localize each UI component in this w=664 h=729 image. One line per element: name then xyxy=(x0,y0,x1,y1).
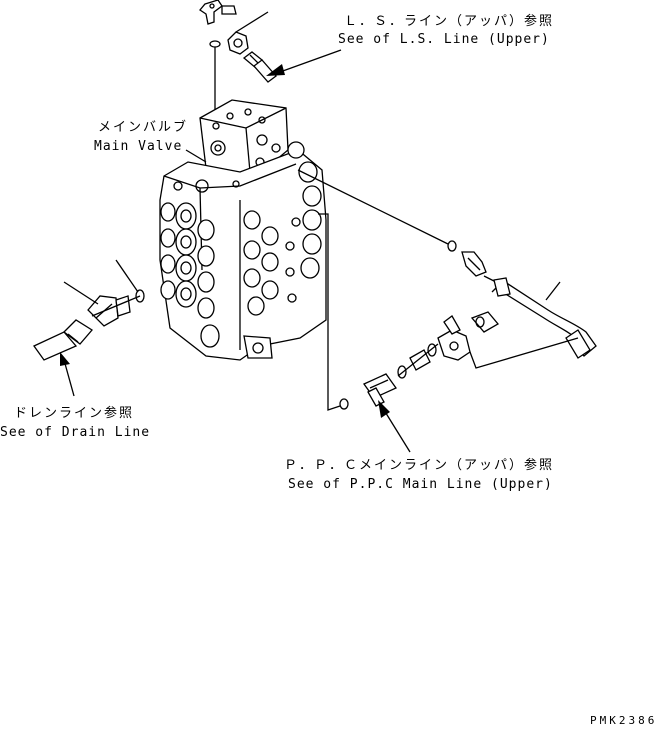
valve-ports xyxy=(243,210,301,316)
top-tee-fitting xyxy=(199,0,237,25)
ppc-small-fitting xyxy=(470,311,499,333)
drain-line-arrow xyxy=(60,352,75,397)
centerline xyxy=(318,213,341,411)
spool-caps xyxy=(160,202,220,348)
ppc-line-label-jp: Ｐ．Ｐ．Ｃメインライン（アッパ）参照 xyxy=(284,458,555,473)
ppc-line-label-en: See of P.P.C Main Line (Upper) xyxy=(288,477,553,492)
main-valve-block xyxy=(159,99,327,361)
ls-line-label-en: See of L.S. Line (Upper) xyxy=(338,32,550,47)
ls-hose-fitting xyxy=(242,51,277,83)
leader-line xyxy=(185,149,207,163)
main-valve-label-jp: メインバルブ xyxy=(98,120,189,135)
main-valve-label-en: Main Valve xyxy=(94,139,183,154)
ppc-o-ring xyxy=(339,398,349,410)
ppc-connector xyxy=(461,251,487,277)
top-elbow-fitting xyxy=(227,31,249,55)
drawing-code: PMK2386 xyxy=(590,714,658,727)
leader-line xyxy=(235,11,269,33)
ppc-o-ring xyxy=(447,240,457,252)
ppc-steel-pipe xyxy=(491,277,597,359)
leader-line xyxy=(469,337,579,369)
top-o-ring xyxy=(209,40,221,48)
centerline xyxy=(297,169,449,245)
ppc-hose-fitting xyxy=(363,373,397,407)
right-spool-caps xyxy=(287,141,322,279)
ppc-tee-fitting xyxy=(437,315,471,361)
ls-line-label-jp: Ｌ．Ｓ．ライン（アッパ）参照 xyxy=(344,14,555,29)
drain-elbow-fitting xyxy=(87,295,131,327)
leader-line xyxy=(63,281,99,305)
leader-line xyxy=(115,259,139,293)
leader-line xyxy=(545,281,561,301)
centerline xyxy=(397,343,439,377)
drain-line-label-jp: ドレンライン参照 xyxy=(14,406,135,421)
ls-line-arrow xyxy=(266,49,342,76)
centerline xyxy=(91,295,141,317)
ppc-line-arrow xyxy=(378,400,411,453)
drain-line-label-en: See of Drain Line xyxy=(0,425,151,440)
drain-hose-fitting xyxy=(33,319,93,361)
